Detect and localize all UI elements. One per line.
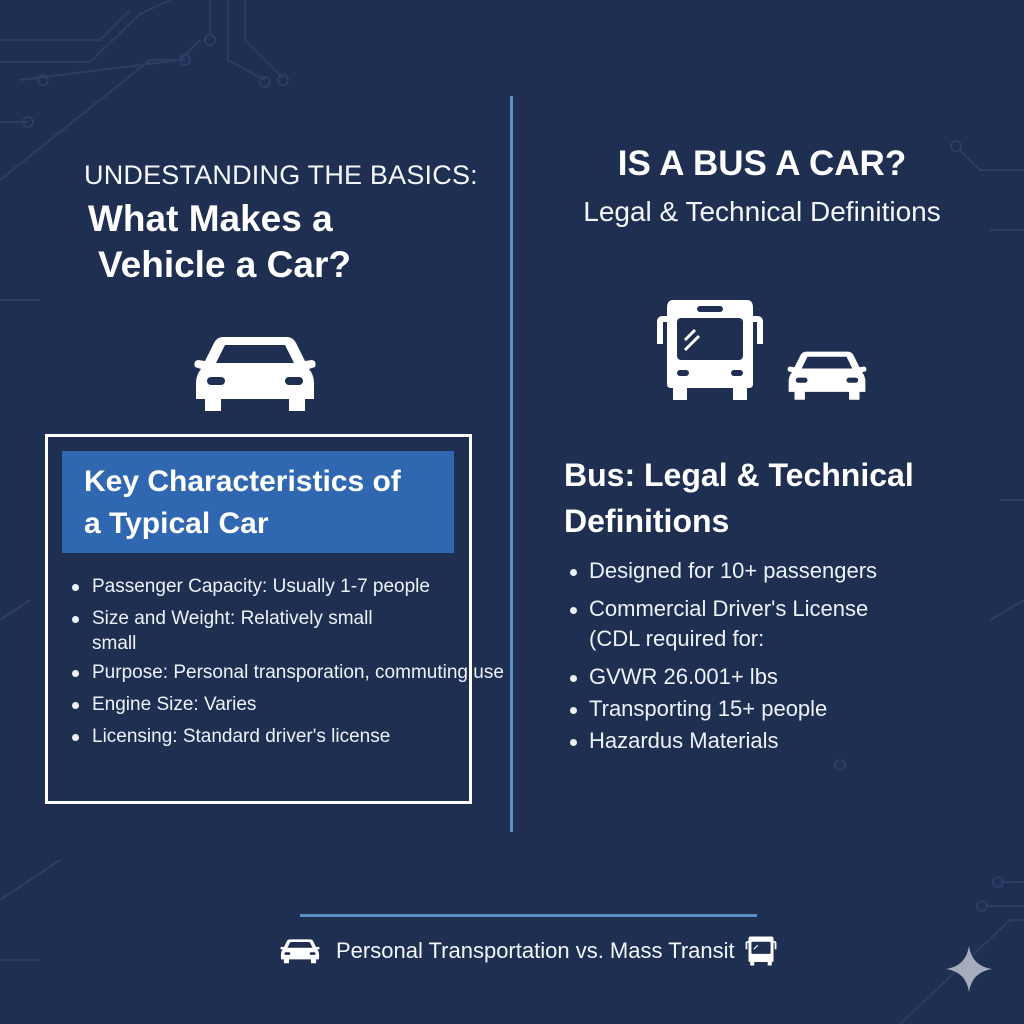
horizontal-divider bbox=[300, 914, 757, 917]
bus-definitions-heading: Bus: Legal & Technical Definitions bbox=[564, 452, 914, 544]
list-item: Size and Weight: Relatively small small bbox=[68, 603, 538, 657]
list-item: Hazardus Materials bbox=[567, 725, 967, 757]
footer-text: Personal Transportation vs. Mass Transit bbox=[336, 938, 735, 963]
list-item: Passenger Capacity: Usually 1-7 people bbox=[68, 571, 538, 603]
list-item-text: Engine Size: Varies bbox=[92, 694, 257, 715]
bus-heading-line1: Bus: Legal & Technical bbox=[564, 457, 914, 493]
left-title-line2: Vehicle a Car? bbox=[98, 244, 351, 285]
list-item: Purpose: Personal transporation, commuti… bbox=[68, 657, 538, 689]
bus-icon bbox=[745, 936, 777, 966]
characteristics-list: Passenger Capacity: Usually 1-7 people S… bbox=[68, 571, 538, 753]
car-icon bbox=[194, 337, 316, 411]
list-item: Engine Size: Varies bbox=[68, 689, 538, 721]
list-item-continuation: (CDL required for: bbox=[589, 626, 765, 651]
sparkle-icon bbox=[946, 946, 992, 992]
list-item-continuation: small bbox=[92, 633, 137, 654]
left-title-line1: What Makes a bbox=[88, 198, 333, 239]
list-item-text: Licensing: Standard driver's license bbox=[92, 726, 391, 747]
section-kicker: UNDESTANDING THE BASICS: bbox=[84, 160, 478, 190]
car-icon bbox=[280, 939, 320, 964]
characteristics-header: Key Characteristics of a Typical Car bbox=[62, 451, 454, 553]
characteristics-box: Key Characteristics of a Typical Car Pas… bbox=[45, 434, 504, 804]
bus-heading-line2: Definitions bbox=[564, 503, 730, 539]
right-title: IS A BUS A CAR? bbox=[617, 144, 907, 183]
list-item: Designed for 10+ passengers bbox=[567, 555, 967, 587]
list-item-text: Purpose: Personal transporation, commuti… bbox=[92, 662, 504, 683]
vertical-divider bbox=[510, 96, 513, 832]
list-item: Licensing: Standard driver's license bbox=[68, 721, 538, 753]
list-item-text: Passenger Capacity: Usually 1-7 people bbox=[92, 576, 430, 597]
bus-icon bbox=[657, 300, 763, 400]
footer: Personal Transportation vs. Mass Transit bbox=[280, 933, 780, 969]
left-title: What Makes a Vehicle a Car? bbox=[88, 196, 351, 288]
list-item: Transporting 15+ people bbox=[567, 693, 967, 725]
right-subtitle: Legal & Technical Definitions bbox=[583, 196, 941, 227]
characteristics-header-line1: Key Characteristics of bbox=[84, 465, 401, 498]
list-item-text: Size and Weight: Relatively small bbox=[92, 608, 373, 629]
car-icon bbox=[787, 351, 867, 400]
list-item: GVWR 26.001+ lbs bbox=[567, 661, 967, 693]
characteristics-header-line2: a Typical Car bbox=[84, 507, 269, 540]
list-item: Commercial Driver's License bbox=[567, 593, 967, 625]
bus-definitions-list: Designed for 10+ passengers Commercial D… bbox=[567, 555, 967, 757]
